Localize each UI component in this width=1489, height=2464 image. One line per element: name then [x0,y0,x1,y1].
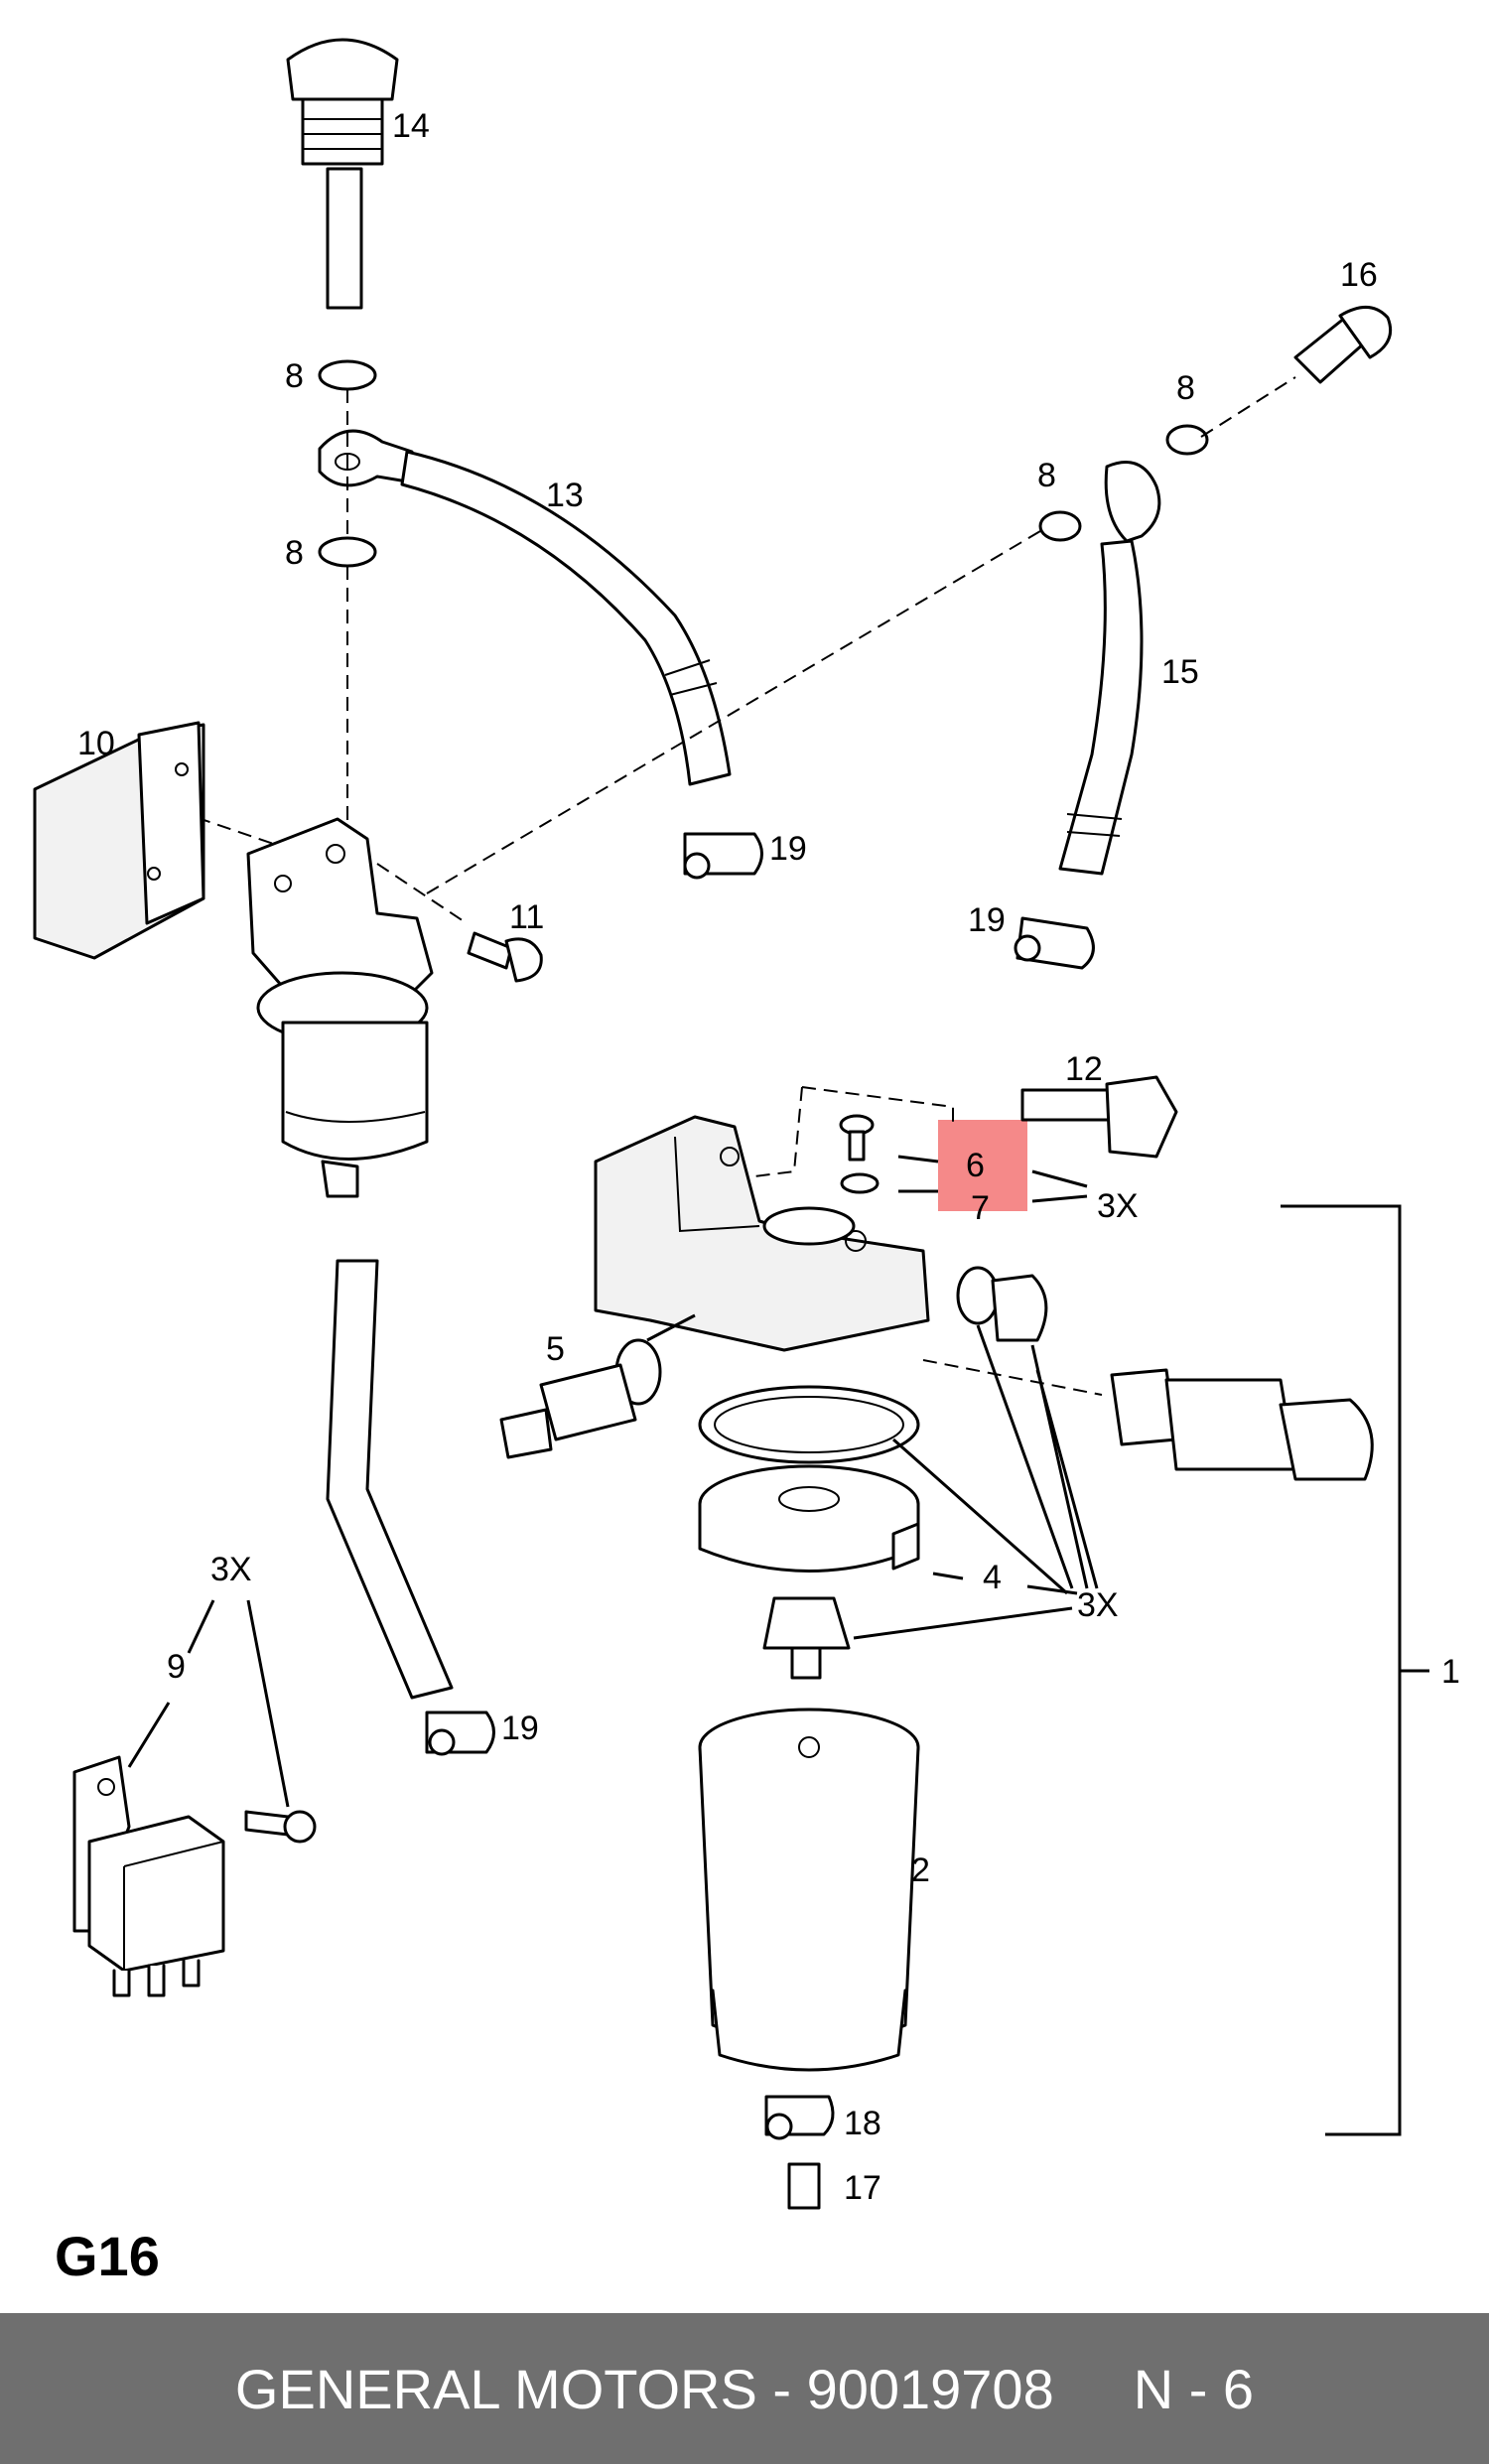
gasket-ring[interactable] [698,1385,920,1464]
part-16-banjo-bolt[interactable] [1293,306,1393,384]
part-5-switch[interactable] [499,1338,662,1459]
diagram-position: N - 6 [1133,2357,1255,2420]
part-19-clamp-c[interactable] [425,1711,495,1756]
part-8-washer-right-b[interactable] [1165,424,1209,456]
part-9-relay[interactable] [72,1755,225,1997]
plug-with-washer[interactable] [956,1266,1048,1342]
part-17-insert[interactable] [787,2162,821,2210]
label-5: 5 [546,1330,565,1368]
part-19-clamp-a[interactable] [683,832,763,880]
part-18-clamp[interactable] [764,2095,835,2140]
label-8-c: 8 [1176,369,1195,407]
part-11-bolt[interactable] [467,931,543,983]
part-4-heater[interactable] [698,1464,920,1573]
pressure-sensor[interactable] [1110,1368,1374,1481]
label-4: 4 [983,1559,1002,1596]
label-7: 7 [971,1189,990,1227]
label-qty-b: 3X [1077,1586,1119,1624]
filter-head[interactable] [594,1115,930,1352]
parts-diagram: 14 8 8 13 16 8 8 15 10 19 19 11 12 6 7 3… [33,38,1460,2210]
part-8-washer-right-a[interactable] [1038,510,1082,542]
label-6: 6 [966,1147,985,1184]
label-10: 10 [77,725,115,762]
label-2: 2 [911,1851,930,1889]
part-8-washer-top[interactable] [318,359,377,391]
label-8-d: 8 [1037,457,1056,494]
part-19-clamp-b[interactable] [1014,916,1095,970]
part-15-hose[interactable] [1058,461,1161,876]
part-8-washer-bottom[interactable] [318,536,377,568]
label-12: 12 [1065,1050,1103,1088]
water-sensor-stud[interactable] [762,1596,851,1680]
label-18: 18 [844,2105,881,2142]
label-8-b: 8 [285,534,304,572]
manufacturer-part-number: GENERAL MOTORS - 90019708 [234,2357,1054,2420]
label-19-a: 19 [769,830,807,868]
page-code: G16 [55,2225,160,2287]
part-7-washer[interactable] [840,1172,880,1194]
label-16: 16 [1340,256,1378,294]
part-10-bracket[interactable] [33,721,205,960]
label-1: 1 [1441,1653,1460,1691]
label-qty-a: 3X [1097,1187,1139,1225]
label-13: 13 [546,477,584,514]
label-qty-c: 3X [210,1551,252,1588]
highlight-box [938,1120,1027,1211]
label-14: 14 [392,107,430,145]
label-17: 17 [844,2169,881,2207]
hose-lower-left[interactable] [326,1259,454,1700]
filter-assembly-upper[interactable] [246,817,434,1198]
label-15: 15 [1161,653,1199,691]
label-19-b: 19 [968,901,1006,939]
part-12-bolt[interactable] [1020,1075,1178,1159]
part-9-screw[interactable] [244,1810,317,1844]
footer-bar: GENERAL MOTORS - 90019708 N - 6 [0,2313,1489,2464]
part-6-screw[interactable] [839,1114,875,1162]
part-14-plug[interactable] [286,38,399,310]
part-13-hose[interactable] [318,429,732,786]
label-9: 9 [167,1648,186,1686]
part-2-filter[interactable] [698,1708,920,2072]
label-8-a: 8 [285,357,304,395]
label-11: 11 [509,898,544,936]
label-19-c: 19 [501,1710,539,1747]
